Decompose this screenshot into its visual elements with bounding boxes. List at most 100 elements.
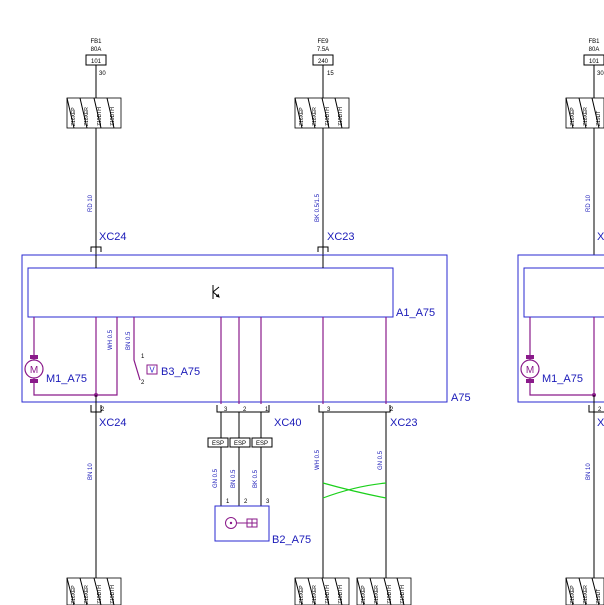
- sensor-b2[interactable]: [214, 505, 270, 542]
- svg-text:WH 0.5: WH 0.5: [108, 329, 114, 350]
- fuse-fe9[interactable]: FE9 7.5A 240 15: [312, 39, 334, 77]
- splice-bottom-mid: Z16XEP Z18XER Z19DTH Z19DTH: [294, 577, 350, 605]
- svg-text:Z18XER: Z18XER: [312, 585, 318, 604]
- connector-xc23-top: XC23: [327, 231, 355, 243]
- splice-bottom-mid2: Z16XEP Z18XER Z19DTH Z19DTH: [356, 577, 412, 605]
- svg-text:3: 3: [266, 499, 270, 505]
- svg-text:2: 2: [101, 407, 105, 413]
- fuse-box-number: 101: [589, 59, 600, 65]
- svg-text:X: X: [597, 417, 604, 429]
- svg-text:ESP: ESP: [212, 441, 224, 447]
- wire-label-bk0515: BK 0.5/1.5: [315, 193, 321, 222]
- wire-label-bn10: BN 10: [88, 463, 94, 480]
- svg-text:Z18XER: Z18XER: [583, 107, 589, 126]
- connector-xc40: XC40: [274, 417, 302, 429]
- component-b3-label: B3_A75: [161, 366, 200, 378]
- module-a75-label: A75: [451, 392, 471, 404]
- module-a1-label: A1_A75: [396, 307, 435, 319]
- svg-text:1: 1: [141, 354, 145, 360]
- fuse-pin: 30: [597, 71, 604, 77]
- splice-top-left: Z16XEP Z18XER Z19DTH Z19DTH: [66, 97, 122, 129]
- fuse-id: FB1: [588, 39, 600, 45]
- svg-text:GN 0.5: GN 0.5: [213, 468, 219, 488]
- esp-connector-row: ESP ESP ESP: [207, 437, 273, 448]
- svg-text:WH 0.5: WH 0.5: [315, 449, 321, 470]
- svg-text:M1_A75: M1_A75: [542, 373, 583, 385]
- svg-text:Z19DTH: Z19DTH: [400, 585, 406, 604]
- fuse-id: FB1: [90, 39, 102, 45]
- svg-text:2: 2: [390, 407, 394, 413]
- motor-m1-icon[interactable]: M: [24, 355, 44, 383]
- fuse-id: FE9: [317, 39, 329, 45]
- sensor-b2-icon: [225, 517, 237, 529]
- svg-text:3: 3: [327, 407, 331, 413]
- svg-text:Z19DTH: Z19DTH: [97, 107, 103, 126]
- svg-text:Z19DTH: Z19DTH: [338, 107, 344, 126]
- svg-text:Z19DT: Z19DT: [596, 111, 602, 126]
- connector-xc23-bottom: XC23: [390, 417, 418, 429]
- svg-text:ESP: ESP: [256, 441, 268, 447]
- svg-text:Z16XEP: Z16XEP: [570, 107, 576, 126]
- motor-m1-right-icon[interactable]: M: [520, 355, 540, 383]
- svg-text:Z19DT: Z19DT: [596, 589, 602, 604]
- svg-text:Z19DTH: Z19DTH: [97, 585, 103, 604]
- svg-text:RD 10: RD 10: [586, 194, 592, 212]
- svg-text:V: V: [149, 366, 155, 375]
- svg-text:BN 10: BN 10: [586, 463, 592, 480]
- sensor-b2-box: [214, 505, 270, 542]
- splice-bottom-left: Z16XEP Z18XER Z19DTH Z19DTH: [66, 577, 122, 605]
- wire-label-rd10: RD 10: [88, 194, 94, 212]
- svg-text:Z16XEP: Z16XEP: [299, 107, 305, 126]
- svg-text:M: M: [30, 365, 38, 376]
- component-m1-label: M1_A75: [46, 373, 87, 385]
- sensor-b3-icon[interactable]: V: [146, 364, 158, 375]
- svg-text:X: X: [597, 231, 604, 243]
- svg-text:2: 2: [244, 499, 248, 505]
- svg-text:3: 3: [224, 407, 228, 413]
- svg-text:GN 0.5: GN 0.5: [378, 450, 384, 470]
- fuse-rating: 80A: [91, 47, 102, 53]
- svg-text:Z16XEP: Z16XEP: [361, 585, 367, 604]
- svg-text:Z19DTH: Z19DTH: [110, 107, 116, 126]
- svg-text:BN 0.5: BN 0.5: [126, 331, 132, 350]
- svg-text:M: M: [526, 365, 534, 376]
- module-a75-box: [21, 254, 448, 403]
- svg-text:1: 1: [265, 407, 269, 413]
- svg-text:Z19DTH: Z19DTH: [325, 107, 331, 126]
- svg-text:Z16XEP: Z16XEP: [71, 107, 77, 126]
- svg-text:1: 1: [226, 499, 230, 505]
- connector-xc24-bottom: XC24: [99, 417, 127, 429]
- transistor-icon: [212, 285, 220, 299]
- fuse-pin: 30: [99, 71, 106, 77]
- svg-text:Z18XER: Z18XER: [583, 585, 589, 604]
- splice-top-mid: Z16XEP Z18XER Z19DTH Z19DTH: [294, 97, 350, 129]
- svg-text:Z16XEP: Z16XEP: [570, 585, 576, 604]
- svg-text:BK 0.5: BK 0.5: [253, 469, 259, 488]
- svg-text:Z18XER: Z18XER: [84, 107, 90, 126]
- svg-text:Z16XEP: Z16XEP: [299, 585, 305, 604]
- svg-text:Z16XEP: Z16XEP: [71, 585, 77, 604]
- svg-text:Z19DTH: Z19DTH: [325, 585, 331, 604]
- fuse-pin: 15: [327, 71, 334, 77]
- fuse-rating: 7.5A: [317, 47, 329, 53]
- twisted-pair-icon: [322, 482, 387, 499]
- component-b2-label: B2_A75: [272, 534, 311, 546]
- splice-bottom-right: Z16XEP Z18XER Z19DT: [565, 577, 604, 605]
- svg-text:2: 2: [243, 407, 247, 413]
- svg-text:2: 2: [598, 407, 602, 413]
- module-a1-box: [27, 267, 394, 318]
- splice-top-right: Z16XEP Z18XER Z19DT: [565, 97, 604, 129]
- svg-text:ESP: ESP: [234, 441, 246, 447]
- svg-text:Z19DTH: Z19DTH: [110, 585, 116, 604]
- svg-text:2: 2: [141, 380, 145, 386]
- svg-text:Z19DTH: Z19DTH: [387, 585, 393, 604]
- fuse-box-number: 240: [318, 59, 329, 65]
- connector-xc24-top: XC24: [99, 231, 127, 243]
- svg-text:Z18XER: Z18XER: [312, 107, 318, 126]
- svg-text:Z19DTH: Z19DTH: [338, 585, 344, 604]
- svg-text:Z18XER: Z18XER: [84, 585, 90, 604]
- svg-text:Z18XER: Z18XER: [374, 585, 380, 604]
- fuse-rating: 80A: [589, 47, 600, 53]
- svg-text:BN 0.5: BN 0.5: [231, 469, 237, 488]
